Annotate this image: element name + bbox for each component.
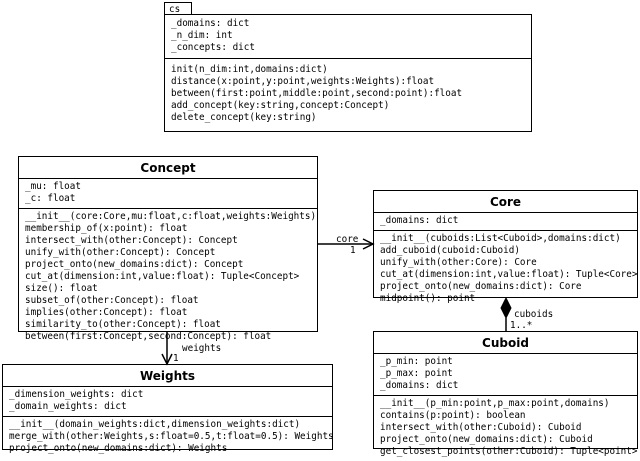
cs-method: delete_concept(key:string) xyxy=(171,112,317,123)
weights-method: project_onto(new_domains:dict): Weights xyxy=(9,443,228,454)
cuboid-method: project_onto(new_domains:dict): Cuboid xyxy=(380,434,593,445)
cs-package-tab: cs xyxy=(164,2,192,15)
cs-attribute: _concepts: dict xyxy=(171,42,255,53)
concept-weights-arrowhead xyxy=(161,353,173,366)
core-method: midpoint(): point xyxy=(380,293,476,304)
core-method: cut_at(dimension:int,value:float): Tuple… xyxy=(380,269,638,280)
weights-method: merge_with(other:Weights,s:float=0.5,t:f… xyxy=(9,431,334,442)
concept-method: project_onto(new_domains:dict): Concept xyxy=(25,259,244,270)
concept-method: between(first:Concept,second:Concept): f… xyxy=(25,331,272,342)
concept-method: intersect_with(other:Concept): Concept xyxy=(25,235,238,246)
cuboid-attribute: _p_min: point xyxy=(380,356,453,367)
cuboid-method: __init__(p_min:point,p_max:point,domains… xyxy=(380,398,610,409)
concept-method: subset_of(other:Concept): float xyxy=(25,295,199,306)
core-method: add_cuboid(cuboid:Cuboid) xyxy=(380,245,520,256)
core-methods: __init__(cuboids:List<Cuboid>,domains:di… xyxy=(374,231,637,308)
concept-methods: __init__(core:Core,mu:float,c:float,weig… xyxy=(19,209,317,346)
cs-attribute: _domains: dict xyxy=(171,18,250,29)
cs-package-name: cs xyxy=(169,4,181,15)
composition-diamond-icon xyxy=(500,296,512,320)
concept-method: similarity_to(other:Concept): float xyxy=(25,319,221,330)
cs-method: distance(x:point,y:point,weights:Weights… xyxy=(171,76,435,87)
core-class-title: Core xyxy=(374,191,637,213)
core-multiplicity-label: 1 xyxy=(350,245,356,256)
weights-method: __init__(domain_weights:dict,dimension_w… xyxy=(9,419,301,430)
core-method: project_onto(new_domains:dict): Core xyxy=(380,281,582,292)
cs-package-box: _domains: dict _n_dim: int _concepts: di… xyxy=(164,14,532,132)
concept-method: size(): float xyxy=(25,283,98,294)
cs-attributes: _domains: dict _n_dim: int _concepts: di… xyxy=(165,15,531,59)
weights-multiplicity-label: 1 xyxy=(173,353,179,364)
cs-attribute: _n_dim: int xyxy=(171,30,233,41)
concept-attribute: _c: float xyxy=(25,193,76,204)
cuboid-method: contains(p:point): boolean xyxy=(380,410,526,421)
concept-method: implies(other:Concept): float xyxy=(25,307,188,318)
core-method: __init__(cuboids:List<Cuboid>,domains:di… xyxy=(380,233,621,244)
concept-method: unify_with(other:Concept): Concept xyxy=(25,247,216,258)
cuboids-multiplicity-label: 1..* xyxy=(510,320,533,331)
core-class: Core _domains: dict __init__(cuboids:Lis… xyxy=(373,190,638,304)
concept-method: cut_at(dimension:int,value:float): Tuple… xyxy=(25,271,300,282)
concept-class-title: Concept xyxy=(19,157,317,179)
weights-class-title: Weights xyxy=(3,365,332,387)
concept-core-arrowhead xyxy=(362,238,375,250)
cuboid-attribute: _p_max: point xyxy=(380,368,453,379)
cs-method: init(n_dim:int,domains:dict) xyxy=(171,64,328,75)
cuboids-role-label: cuboids xyxy=(514,309,554,320)
concept-attribute: _mu: float xyxy=(25,181,81,192)
cuboid-class: Cuboid _p_min: point _p_max: point _doma… xyxy=(373,331,638,457)
association-lines xyxy=(161,238,512,366)
cuboid-attributes: _p_min: point _p_max: point _domains: di… xyxy=(374,354,637,396)
weights-attributes: _dimension_weights: dict _domain_weights… xyxy=(3,387,332,417)
core-role-label: core xyxy=(336,234,359,245)
concept-method: __init__(core:Core,mu:float,c:float,weig… xyxy=(25,211,317,222)
core-attributes: _domains: dict xyxy=(374,213,637,231)
concept-attributes: _mu: float _c: float xyxy=(19,179,317,209)
weights-class: Weights _dimension_weights: dict _domain… xyxy=(2,364,334,454)
cs-methods: init(n_dim:int,domains:dict) distance(x:… xyxy=(165,59,531,127)
core-attribute: _domains: dict xyxy=(380,215,459,226)
cuboid-method: intersect_with(other:Cuboid): Cuboid xyxy=(380,422,582,433)
cs-method: add_concept(key:string,concept:Concept) xyxy=(171,100,390,111)
cuboid-attribute: _domains: dict xyxy=(380,380,459,391)
weights-attribute: _dimension_weights: dict xyxy=(9,389,144,400)
cuboid-class-title: Cuboid xyxy=(374,332,637,354)
core-method: unify_with(other:Core): Core xyxy=(380,257,537,268)
weights-role-label: weights xyxy=(182,343,222,354)
concept-class: Concept _mu: float _c: float __init__(co… xyxy=(18,156,318,342)
weights-attribute: _domain_weights: dict xyxy=(9,401,127,412)
cs-method: between(first:point,middle:point,second:… xyxy=(171,88,463,99)
weights-methods: __init__(domain_weights:dict,dimension_w… xyxy=(3,417,334,458)
concept-method: membership_of(x:point): float xyxy=(25,223,188,234)
